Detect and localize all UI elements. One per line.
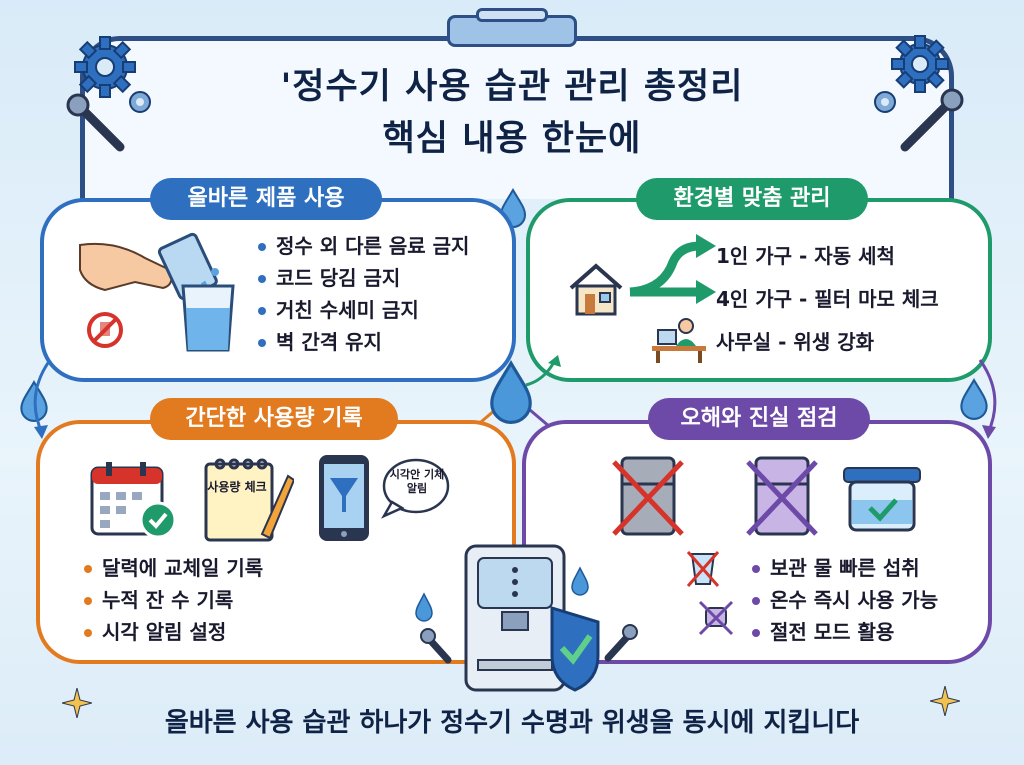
list-myths: 보관 물 빠른 섭취 온수 즉시 사용 가능 절전 모드 활용 [752,552,938,648]
gear-wrench-left-icon [66,36,151,152]
water-dispenser-icon [415,544,638,692]
fridge-icon [612,456,684,536]
alert-label: 시각안 기체알림 [389,468,445,495]
calendar-icon [90,462,177,539]
footer-message: 올바른 사용 습관 하나가 정수기 수명과 위생을 동시에 지킵니다 [164,708,860,738]
list-item: 온수 즉시 사용 가능 [752,584,938,616]
phone-filter-icon [319,455,369,541]
label-myths: 오해와 진실 점검 [648,398,870,440]
no-cup-icon [686,551,720,587]
label-usage-log: 간단한 사용량 기록 [150,398,398,440]
glass-icon [181,284,235,352]
list-item: 거친 수세미 금지 [258,294,469,326]
list-item: 시각 알림 설정 [84,616,263,648]
fridge-icon [746,456,818,536]
gear-wrench-right-icon [874,35,964,152]
sparkle-icon [62,688,92,718]
list-item: 절전 모드 활용 [752,616,938,648]
container-check-icon [843,467,921,532]
no-plug-icon [698,600,734,636]
list-item: 보관 물 빠른 섭취 [752,552,938,584]
label-correct-use: 올바른 제품 사용 [150,178,382,220]
branch-arrow-icon [629,234,716,304]
env-item-1: 1인 가구 - 자동 세척 [716,244,895,268]
list-correct-use: 정수 외 다른 음료 금지 코드 당김 금지 거친 수세미 금지 벽 간격 유지 [258,230,469,358]
office-desk-icon [652,318,706,363]
list-item: 코드 당김 금지 [258,262,469,294]
label-environment: 환경별 맞춤 관리 [636,178,868,220]
list-item: 달력에 교체일 기록 [84,552,263,584]
house-icon [569,263,623,316]
list-item: 벽 간격 유지 [258,326,469,358]
hand-pouring-icon [79,232,219,348]
notepad-icon [204,458,294,542]
list-item: 정수 외 다른 음료 금지 [258,230,469,262]
env-item-2: 4인 가구 - 필터 마모 체크 [716,287,939,311]
notepad-label: 사용량 체크 [207,480,267,494]
title-line-1: '정수기 사용 습관 관리 총정리 [280,67,744,107]
env-item-3: 사무실 - 위생 강화 [716,330,874,354]
water-drop-icon [490,360,532,424]
list-usage-log: 달력에 교체일 기록 누적 잔 수 기록 시각 알림 설정 [84,552,263,648]
clipboard-clip-top [476,8,548,22]
speech-bubble-icon [381,458,450,519]
water-drop-icon [960,378,988,420]
panel-correct-use [40,198,516,382]
panel-usage-log [36,420,516,664]
sparkle-icon [930,686,960,716]
list-item: 누적 잔 수 기록 [84,584,263,616]
title-line-2: 핵심 내용 한눈에 [382,119,642,159]
